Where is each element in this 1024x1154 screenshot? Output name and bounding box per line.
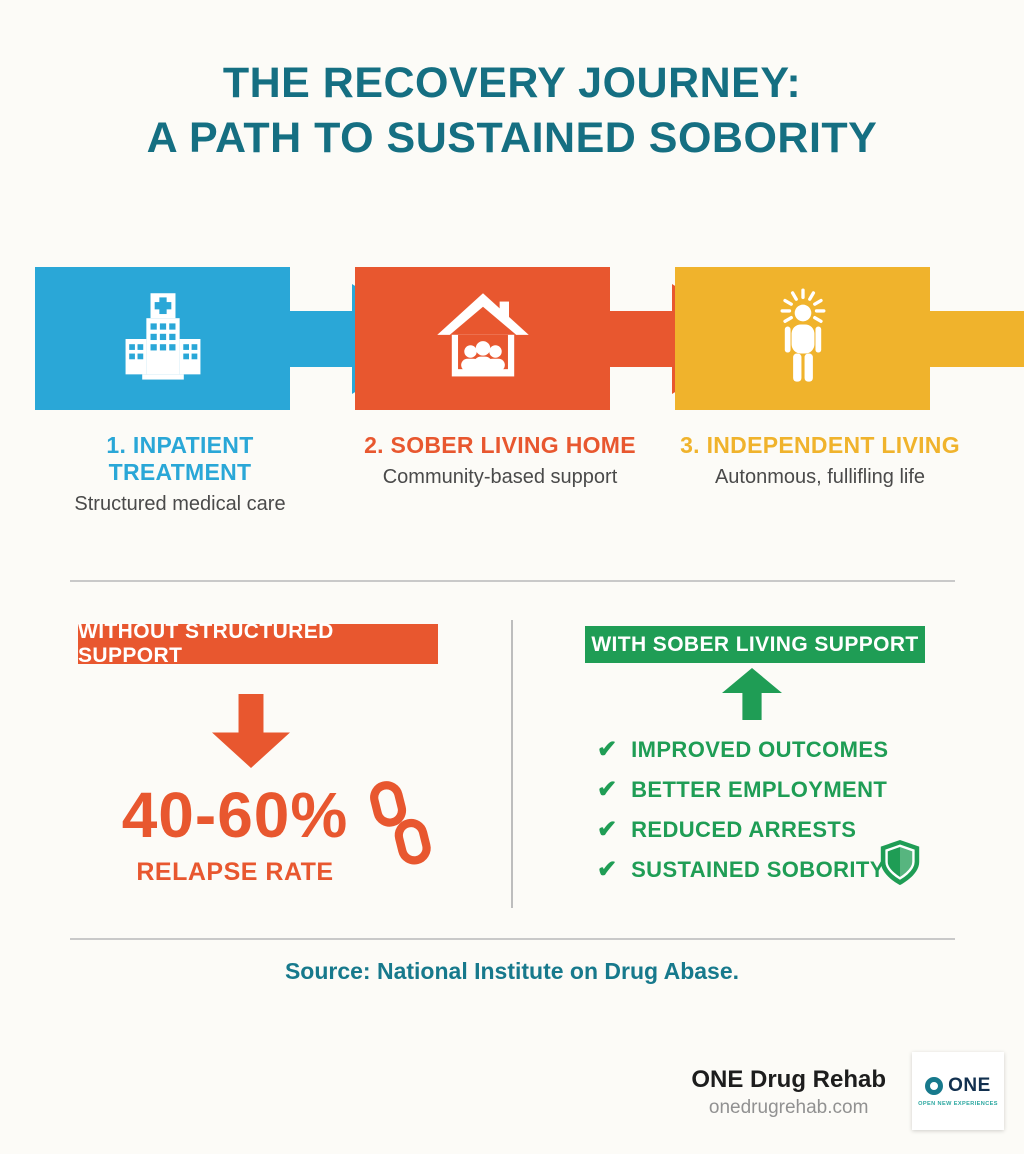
step-box-sober-home: [355, 267, 610, 410]
step-caption-sober-home: 2. SOBER LIVING HOME Community-based sup…: [355, 432, 645, 489]
title-line-1: THE RECOVERY JOURNEY:: [222, 59, 802, 107]
shield-icon: [876, 838, 924, 893]
banner-without-support: WITHOUT STRUCTURED SUPPORT: [78, 620, 438, 667]
step-label-inpatient: 1. INPATIENT TREATMENT: [106, 432, 254, 485]
step-label-sober-home: 2. SOBER LIVING HOME: [364, 432, 636, 458]
step-subtitle-sober-home: Community-based support: [382, 466, 618, 488]
divider-bottom: [70, 938, 955, 940]
check-icon: ✔: [597, 856, 618, 883]
arrow-down-icon: [212, 694, 290, 768]
page-title: THE RECOVERY JOURNEY: A PATH TO SUSTAINE…: [0, 56, 1024, 166]
title-line-2: A PATH TO SUSTAINED SOBORITY: [146, 114, 878, 163]
sober-home-icon: [431, 287, 535, 391]
arrow-connector-yellow: [928, 311, 1024, 367]
hospital-icon: [111, 287, 215, 391]
step-caption-independent: 3. INDEPENDENT LIVING Autonmous, fullifl…: [675, 432, 965, 489]
list-item: ✔ REDUCED ARRESTS: [597, 810, 888, 850]
brand-name: ONE Drug Rehab: [691, 1066, 886, 1093]
step-subtitle-inpatient: Structured medical care: [74, 493, 286, 515]
step-label-independent: 3. INDEPENDENT LIVING: [680, 432, 960, 458]
source-text: Source: National Institute on Drug Abase…: [284, 958, 740, 984]
logo-row: ONE: [925, 1075, 991, 1097]
step-box-inpatient: [35, 267, 290, 410]
check-icon: ✔: [597, 736, 618, 763]
website-url: onedrugrehab.com: [708, 1097, 869, 1118]
list-item: ✔ BETTER EMPLOYMENT: [597, 770, 888, 810]
relapse-stat: 40-60%: [121, 779, 349, 851]
independent-person-icon: [751, 287, 855, 391]
relapse-rate-label: RELAPSE RATE: [136, 858, 334, 886]
benefits-list: ✔ IMPROVED OUTCOMES ✔ BETTER EMPLOYMENT …: [597, 730, 888, 890]
step-subtitle-independent: Autonmous, fullifling life: [714, 466, 926, 488]
logo-circle-icon: [925, 1077, 944, 1095]
benefit-label: SUSTAINED SOBORITY: [631, 857, 885, 882]
divider-vertical: [511, 620, 513, 908]
list-item: ✔ SUSTAINED SOBORITY: [597, 850, 888, 890]
chain-link-icon: [358, 776, 440, 877]
benefit-label: REDUCED ARRESTS: [631, 817, 857, 842]
check-icon: ✔: [597, 816, 618, 843]
banner-with-support: WITH SOBER LIVING SUPPORT: [585, 626, 925, 663]
step-caption-inpatient: 1. INPATIENT TREATMENT Structured medica…: [35, 432, 325, 516]
arrow-up-icon: [722, 668, 782, 720]
step-box-independent: [675, 267, 930, 410]
one-logo: ONE OPEN NEW EXPERIENCES: [912, 1052, 1004, 1130]
footer-brand-block: ONE Drug Rehab onedrugrehab.com: [691, 1066, 886, 1119]
logo-text: ONE: [948, 1075, 991, 1096]
logo-tagline: OPEN NEW EXPERIENCES: [918, 1101, 998, 1107]
list-item: ✔ IMPROVED OUTCOMES: [597, 730, 888, 770]
check-icon: ✔: [597, 776, 618, 803]
benefit-label: BETTER EMPLOYMENT: [631, 777, 888, 802]
divider-top: [70, 580, 955, 582]
benefit-label: IMPROVED OUTCOMES: [631, 737, 889, 762]
